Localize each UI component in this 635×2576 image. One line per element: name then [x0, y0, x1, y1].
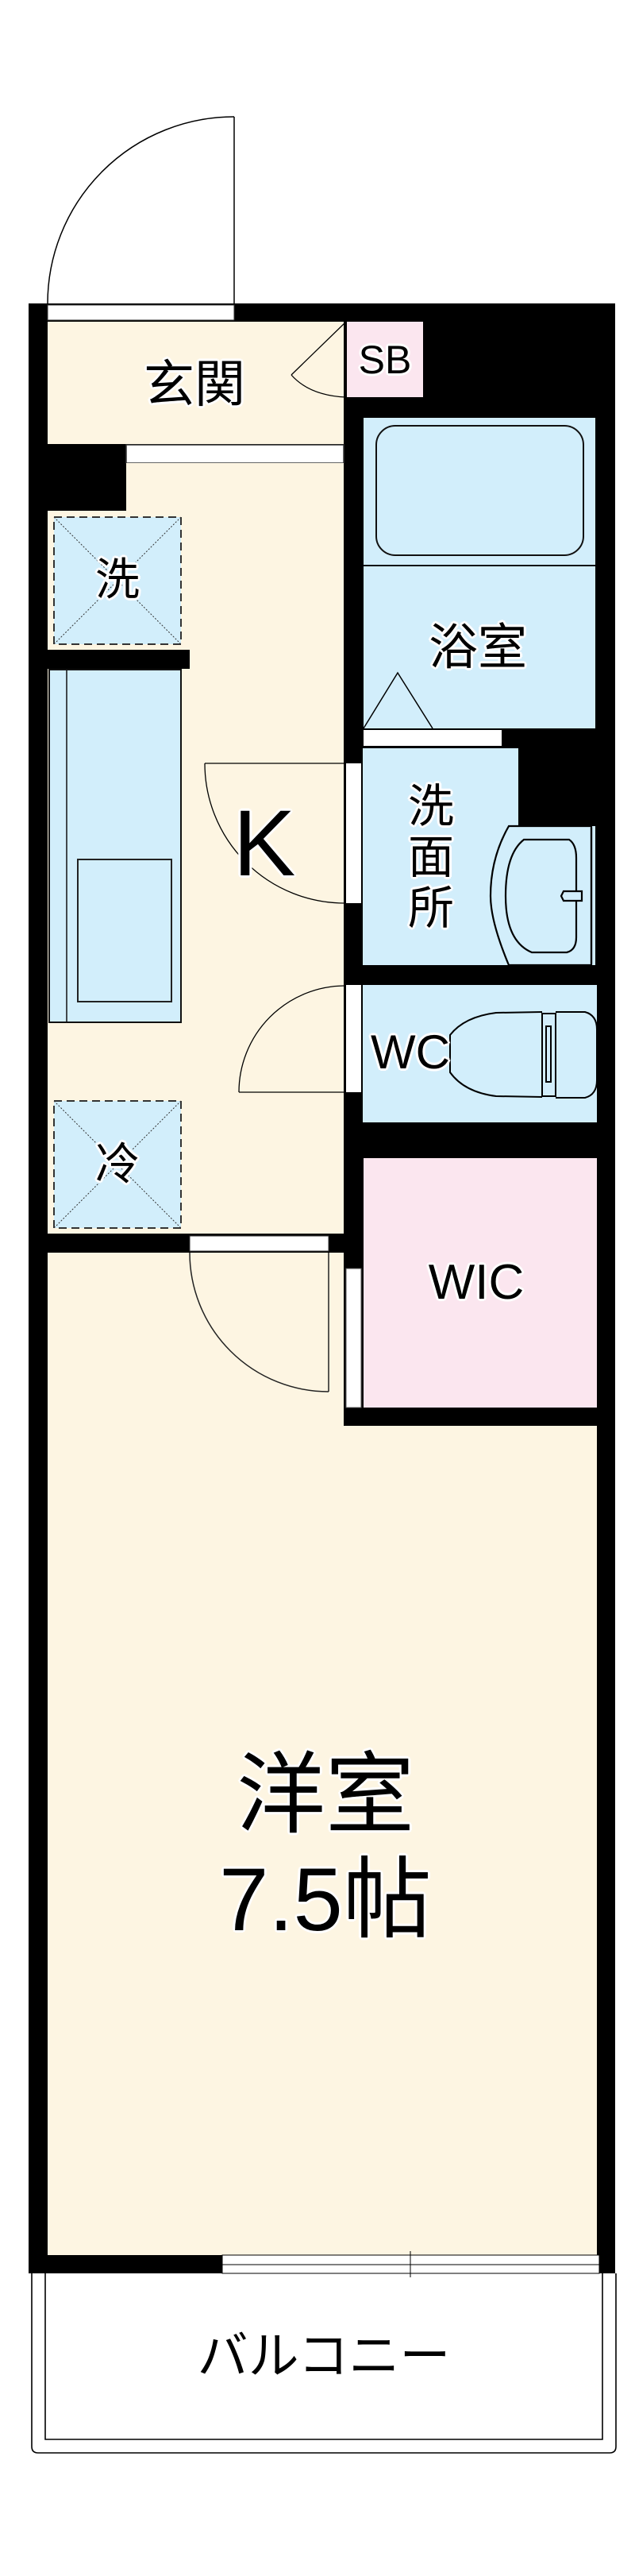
kitchen-sink [77, 859, 172, 1002]
wic-label: WIC [428, 1255, 525, 1310]
toilet-label: WC [371, 1025, 450, 1079]
washer-space-label: 洗 [95, 554, 140, 606]
washroom-floor [363, 748, 518, 965]
balcony-window [221, 2251, 600, 2277]
toilet-fixture [449, 1011, 598, 1099]
front-door-swing [47, 116, 235, 304]
entrance-label: 玄関 [144, 356, 245, 415]
front-door-opening [47, 304, 235, 321]
fridge-space-label: 冷 [95, 1139, 140, 1191]
washroom-door-swing [204, 763, 345, 904]
washer-space [53, 516, 182, 645]
western-room-size: 7.5帖 [219, 1850, 432, 1949]
washroom-door-opening [346, 763, 361, 903]
room-door-opening [189, 1235, 329, 1252]
balcony-outline [31, 2273, 617, 2454]
western-room-label: 洋室 [237, 1744, 414, 1847]
shoe-box-area [347, 322, 423, 397]
bathroom-label: 浴室 [428, 618, 528, 676]
bathtub [375, 425, 584, 556]
toilet-door-swing [238, 985, 345, 1093]
kitchen-counter [48, 669, 182, 1023]
entrance-floor [48, 322, 344, 444]
kitchen-label: K [233, 791, 296, 896]
wic-floor [364, 1158, 597, 1408]
western-room-floor-upper [48, 1253, 344, 1426]
vanity-basin [489, 825, 593, 967]
shoe-box-label: SB [358, 338, 412, 382]
balcony-label: バルコニー [197, 2327, 451, 2386]
entrance-step [125, 444, 344, 464]
toilet-door-opening [346, 985, 361, 1092]
room-door-swing [189, 1252, 329, 1392]
bathroom-folding-door [363, 671, 433, 729]
shoe-box-door-swing [291, 321, 347, 398]
partition-wall [29, 650, 190, 669]
washroom-label: 洗面所 [400, 782, 454, 934]
western-room-floor [48, 1426, 597, 2255]
toilet-floor [363, 985, 597, 1122]
fridge-space [53, 1100, 182, 1229]
kitchen-floor-upper [126, 463, 344, 511]
bathroom-door-opening [364, 730, 502, 746]
wic-door-opening [345, 1268, 362, 1408]
